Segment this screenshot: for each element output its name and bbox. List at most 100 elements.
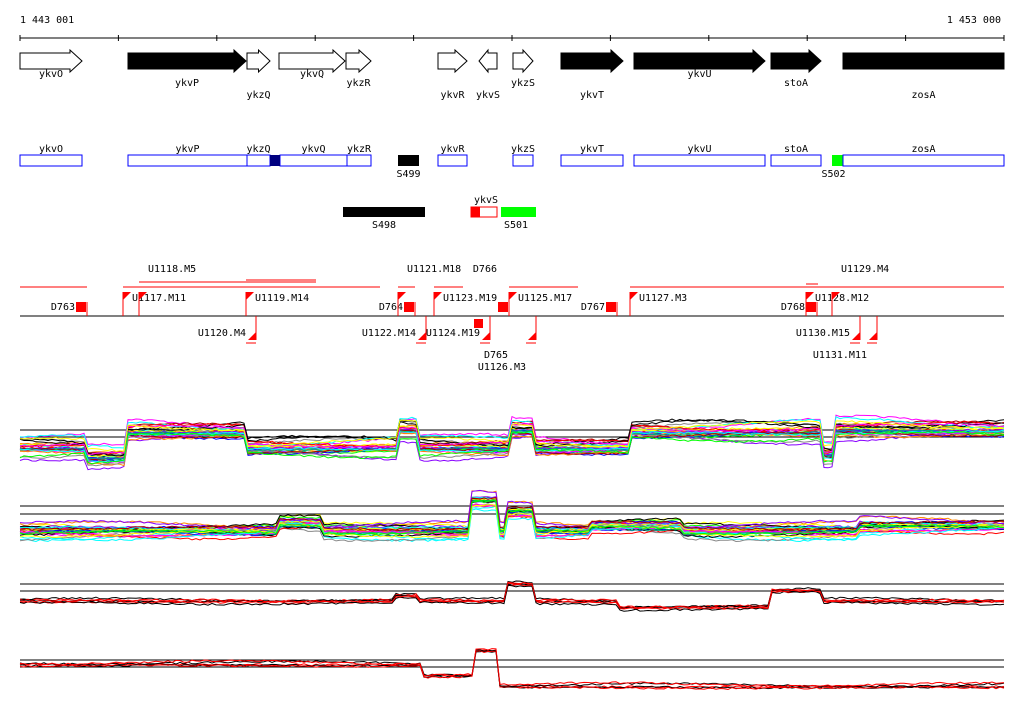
feature-label: D767 xyxy=(581,302,605,313)
segment-ykvP xyxy=(127,154,248,167)
segment-label: S501 xyxy=(504,220,528,231)
gene-arrow-ykvS xyxy=(478,48,498,74)
flag-icon xyxy=(869,332,877,340)
gene-arrow-ykvU xyxy=(633,48,766,74)
panel-4-trace xyxy=(19,650,1005,690)
ruler-end-label: 1 453 000 xyxy=(947,15,1001,26)
flag-icon xyxy=(528,332,536,340)
flag-icon xyxy=(246,292,254,300)
flag-icon xyxy=(630,292,638,300)
gene-label: ykvR xyxy=(440,90,465,101)
gene-label: ykvU xyxy=(687,69,711,80)
deletion-marker xyxy=(76,302,86,312)
flag-icon xyxy=(509,292,517,300)
gene-arrow-ykvT xyxy=(560,48,624,74)
feature-label: D765 xyxy=(484,350,508,361)
feature-label: U1120.M4 xyxy=(198,328,246,339)
feature-label: U1127.M3 xyxy=(639,293,687,304)
segment-ykvR xyxy=(437,154,468,167)
gene-label: ykvT xyxy=(580,90,604,101)
panel-3-trace xyxy=(19,584,1005,612)
feature-label: U1128.M12 xyxy=(815,293,869,304)
gene-label: ykvS xyxy=(476,90,500,101)
segment-ykvQ xyxy=(279,154,348,167)
panel-2-trace xyxy=(19,500,1005,536)
flag-icon xyxy=(398,292,406,300)
flag-icon xyxy=(418,332,426,340)
ruler-start-label: 1 443 001 xyxy=(20,15,74,26)
segment-ykzR xyxy=(346,154,372,167)
panel-4-trace xyxy=(19,650,1005,691)
gene-arrow-ykvO xyxy=(19,48,83,74)
segment-label: ykzR xyxy=(347,144,372,155)
segment-label: ykvT xyxy=(580,144,604,155)
panel-1-trace xyxy=(20,419,1005,453)
flag-icon xyxy=(248,332,256,340)
deletion-marker xyxy=(606,302,616,312)
panel-4-trace xyxy=(19,649,1005,688)
segment-label: ykzQ xyxy=(246,144,270,155)
flag-icon xyxy=(482,332,490,340)
flag-icon xyxy=(434,292,442,300)
segment-zosA xyxy=(842,154,1005,167)
feature-label: D766 xyxy=(473,264,497,275)
segment-label: ykvR xyxy=(440,144,465,155)
gene-arrow-ykvR xyxy=(437,48,468,74)
feature-label: U1131.M11 xyxy=(813,350,867,361)
panel-2-trace xyxy=(19,508,1005,542)
segment-label: ykvP xyxy=(175,144,199,155)
feature-label: D764 xyxy=(379,302,403,313)
gene-arrow-ykvQ xyxy=(278,48,346,74)
deletion-marker xyxy=(474,319,483,328)
feature-label: U1125.M17 xyxy=(518,293,572,304)
flag-icon xyxy=(123,292,131,300)
feature-label: D768 xyxy=(781,302,805,313)
feature-label: U1129.M4 xyxy=(841,264,889,275)
panel-3-trace xyxy=(19,582,1005,609)
segment-ykzS xyxy=(512,154,534,167)
segment-ykvT xyxy=(560,154,624,167)
flag-icon xyxy=(852,332,860,340)
segment-label: S499 xyxy=(396,169,420,180)
segment-label: ykvS xyxy=(474,195,498,206)
segment-ykzQ xyxy=(246,154,271,167)
gene-arrow-stoA xyxy=(770,48,822,74)
feature-label: U1123.M19 xyxy=(443,293,497,304)
panel-1-trace xyxy=(19,430,1005,465)
panel-4-trace xyxy=(19,649,1005,689)
gene-arrow-ykzQ xyxy=(246,48,271,74)
gene-label: stoA xyxy=(784,78,808,89)
gene-arrow-ykzR xyxy=(345,48,372,74)
panel-3-trace xyxy=(19,581,1005,610)
segment-stoA xyxy=(770,154,822,167)
deletion-marker xyxy=(806,302,816,312)
panel-1-trace xyxy=(19,414,1005,447)
segment-label: zosA xyxy=(911,144,935,155)
segment-ykvS-fill xyxy=(471,207,480,217)
panel-2-trace xyxy=(19,497,1005,531)
feature-label: U1117.M11 xyxy=(132,293,186,304)
panel-2-trace xyxy=(19,504,1005,539)
feature-label: U1124.M19 xyxy=(426,328,480,339)
deletion-marker xyxy=(498,302,508,312)
segment-label: ykvO xyxy=(39,144,63,155)
gene-label: ykzR xyxy=(346,78,371,89)
feature-label: D763 xyxy=(51,302,75,313)
segment-S498 xyxy=(343,207,425,217)
feature-label: U1122.M14 xyxy=(362,328,416,339)
segment-S499 xyxy=(398,155,419,166)
panel-4-trace xyxy=(19,648,1005,688)
segment-label: ykvU xyxy=(687,144,711,155)
feature-label: U1121.M18 xyxy=(407,264,461,275)
flag-icon xyxy=(806,292,814,300)
flag-icon xyxy=(832,292,840,300)
segment-label: stoA xyxy=(784,144,808,155)
segment-label: ykzS xyxy=(511,144,535,155)
segment-label: ykvQ xyxy=(301,144,325,155)
segment-S501 xyxy=(501,207,536,217)
gene-label: ykzS xyxy=(511,78,535,89)
segment-dark-block xyxy=(270,155,280,166)
gene-label: zosA xyxy=(911,90,935,101)
